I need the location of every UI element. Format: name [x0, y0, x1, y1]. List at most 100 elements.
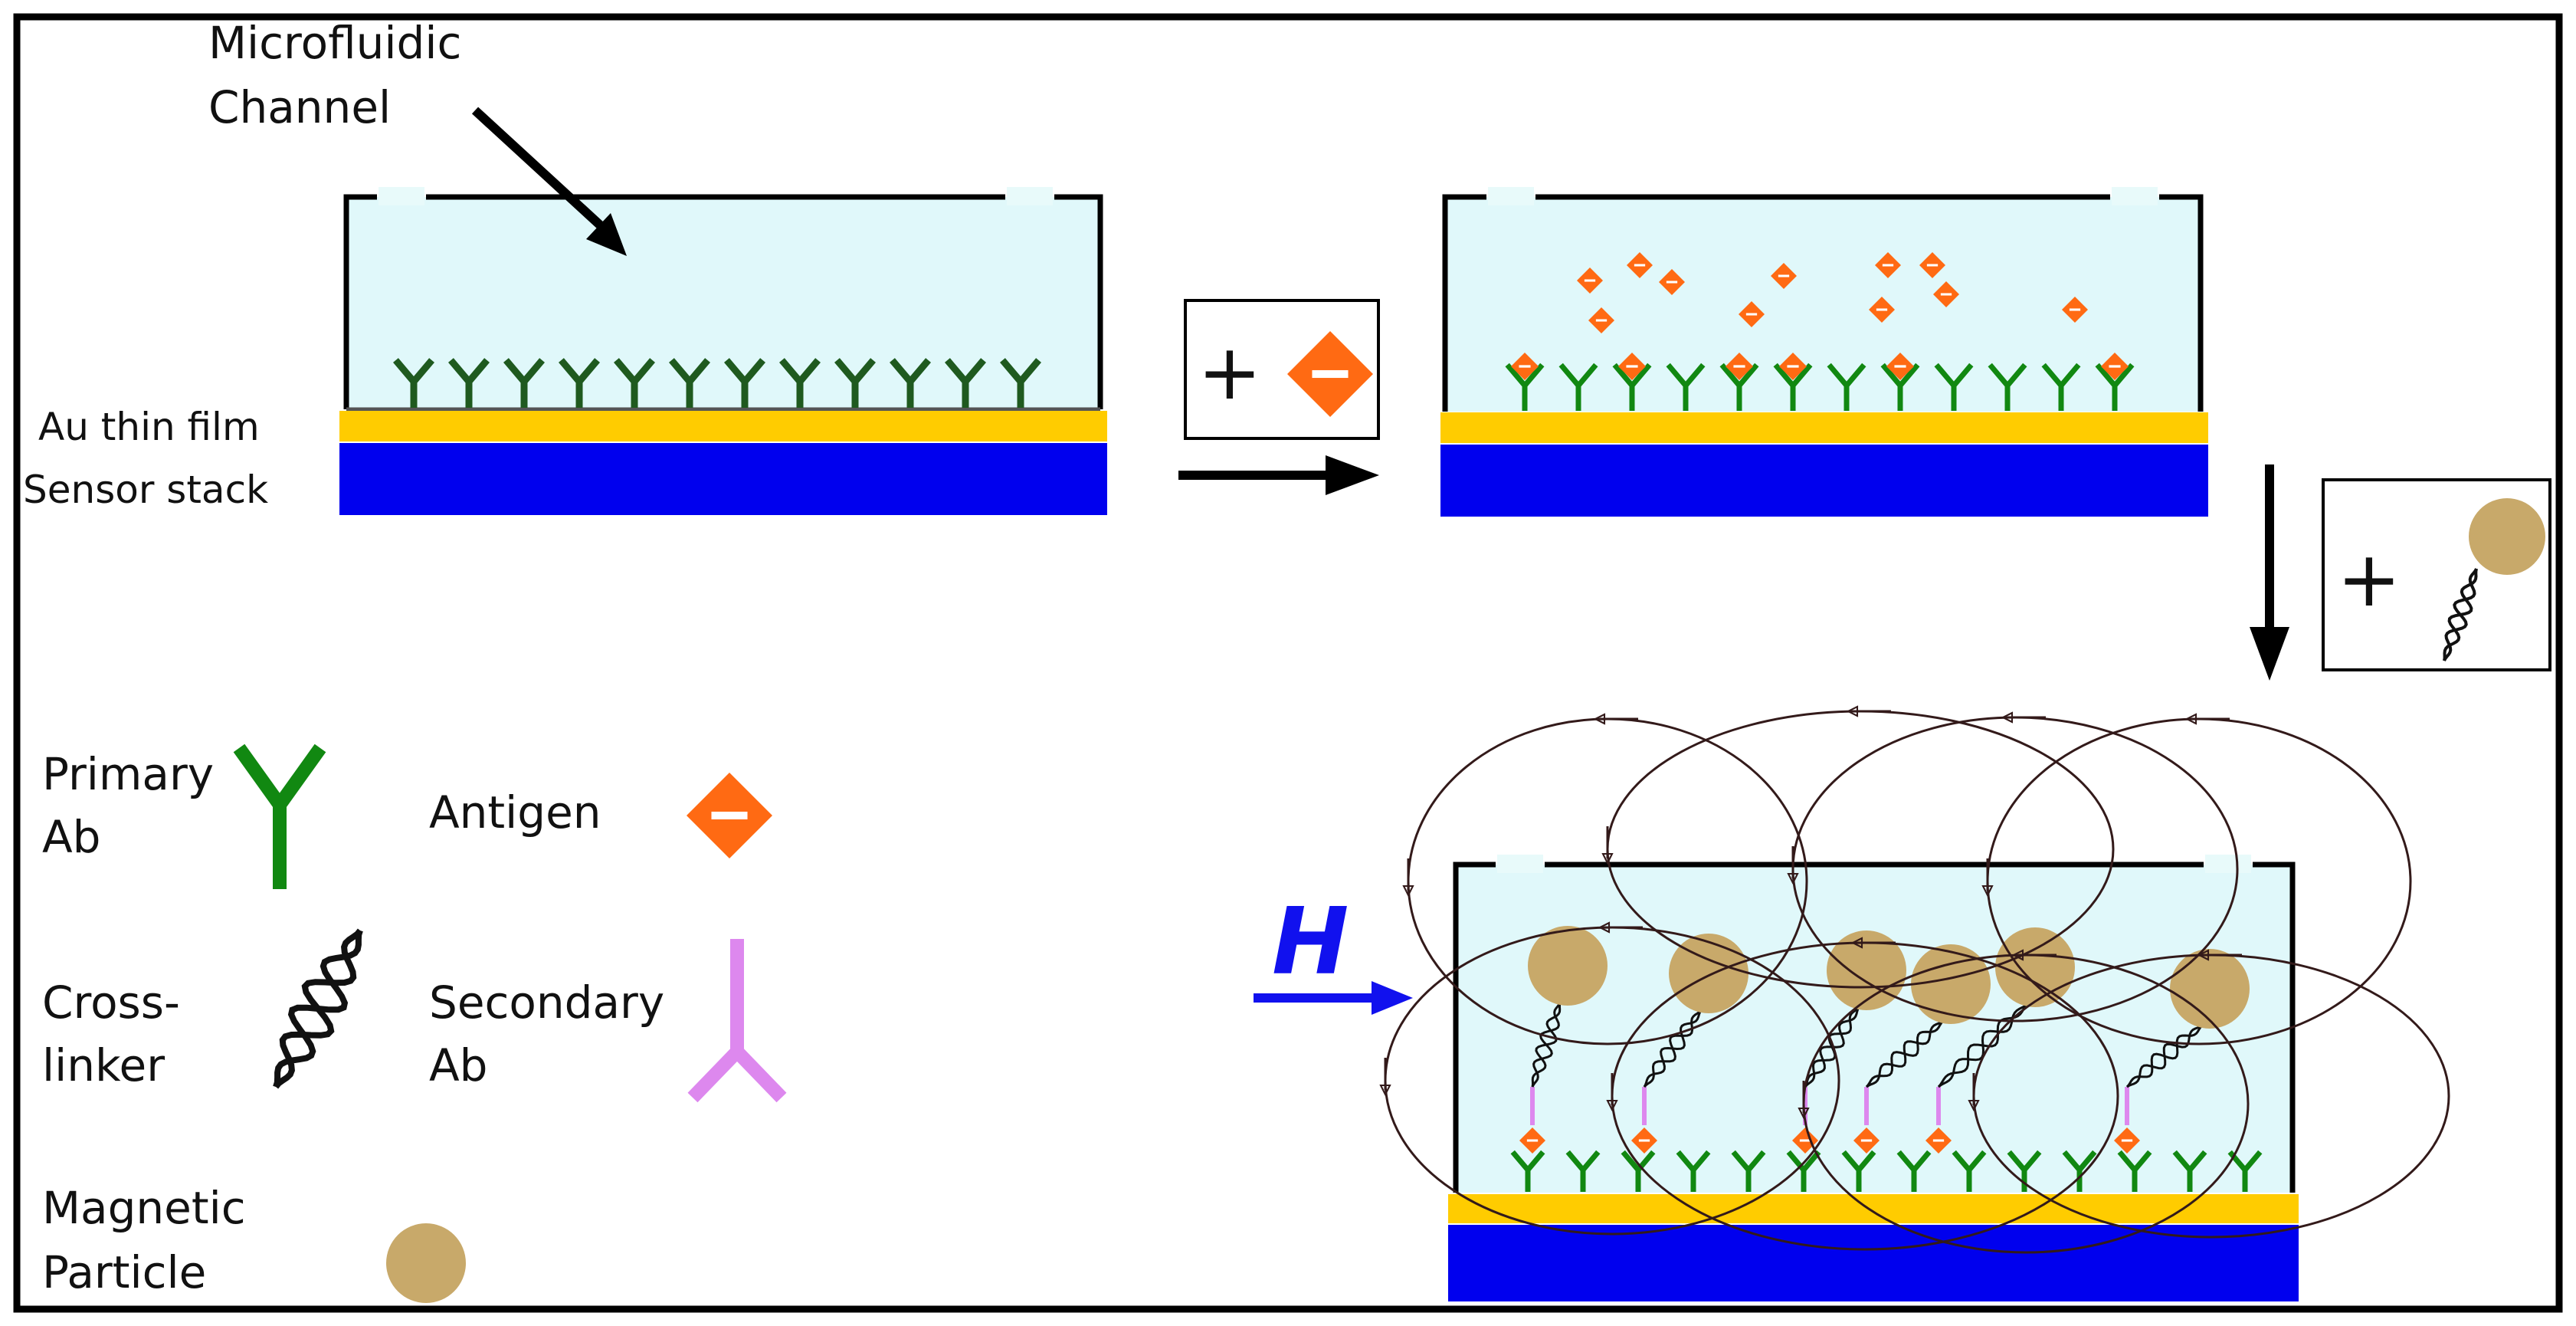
- primary-antibody: [1880, 363, 1920, 411]
- primary-antibody: [1988, 363, 2027, 411]
- primary-antibody: [1565, 1150, 1601, 1192]
- primary-antibody: [669, 358, 710, 408]
- secondary-antibody-icon: [687, 939, 787, 1103]
- inlet-port: [1497, 855, 1543, 873]
- channel-2: [1444, 197, 2202, 412]
- magnetic-particle: [2469, 498, 2545, 575]
- magnetic-field-lines: [1385, 711, 2450, 1254]
- crosslinker: [2125, 1024, 2204, 1088]
- gold-film: [339, 411, 1107, 441]
- crosslinker: [1804, 1006, 1860, 1088]
- magnetic-particle: [2170, 949, 2250, 1029]
- antigen: [1853, 1127, 1880, 1154]
- primary-antibody: [2062, 1150, 2097, 1192]
- primary-antibody: [1510, 1150, 1545, 1192]
- antigen: [1631, 1127, 1657, 1154]
- primary-antibody-layer: [393, 358, 1041, 408]
- legend-crosslinker-label: linker: [42, 1039, 165, 1091]
- particle-conjugate-icon: [2443, 498, 2545, 661]
- legend-secondary-ab-label: Ab: [429, 1039, 488, 1091]
- channel-label: Microfluidic: [208, 17, 461, 69]
- antigen: [1577, 267, 1603, 294]
- antigen: [2114, 1127, 2140, 1154]
- magnetic-particle-icon: [386, 1223, 466, 1303]
- antigen: [1933, 281, 1959, 307]
- field-label: H: [1272, 889, 1349, 996]
- legend-primary-ab-label: Ab: [42, 811, 101, 863]
- channel-pointer-arrow: [471, 107, 609, 234]
- legend-crosslinker-label: Cross-: [42, 976, 180, 1029]
- antigen: [1779, 353, 1807, 380]
- primary-antibody: [559, 358, 600, 408]
- magnetic-particle: [1827, 930, 1906, 1010]
- legend-secondary-ab-label: Secondary: [429, 976, 664, 1029]
- primary-antibody: [945, 358, 986, 408]
- outlet-port: [2112, 187, 2158, 205]
- antigen: [1886, 353, 1914, 380]
- primary-antibody: [1731, 1150, 1766, 1192]
- primary-antibody: [1612, 363, 1652, 411]
- primary-antibody: [1934, 363, 1974, 411]
- primary-antibody: [779, 358, 821, 408]
- outlet-port: [2205, 855, 2251, 873]
- sensor-stack: [1440, 445, 2208, 517]
- inlet-port: [379, 187, 424, 205]
- primary-antibody: [503, 358, 545, 408]
- stage-2-channel: [1440, 187, 2208, 517]
- primary-antibody: [1000, 358, 1041, 408]
- magnetic-particle: [1669, 934, 1748, 1013]
- primary-antibody: [1558, 363, 1598, 411]
- antigen: [2101, 353, 2129, 380]
- sandwich-complex-layer: [1519, 926, 2250, 1154]
- outlet-port: [1007, 187, 1053, 205]
- antigen: [1511, 353, 1539, 380]
- primary-antibody: [724, 358, 765, 408]
- primary-antibody: [1719, 363, 1759, 411]
- plus-sign: +: [2337, 534, 2401, 624]
- legend-magnetic-label: Particle: [42, 1246, 206, 1298]
- antigen: [2062, 297, 2088, 323]
- legend: Primary Ab Antigen Cross- linker Seconda…: [42, 743, 787, 1303]
- magnetic-particle: [1995, 927, 2075, 1007]
- antigen: [1519, 1127, 1545, 1154]
- crosslinker: [1865, 1019, 1945, 1088]
- antigen: [1925, 1127, 1952, 1154]
- antigen: [1618, 353, 1646, 380]
- stage-3-channel: [1385, 711, 2450, 1301]
- primary-antibody: [2095, 363, 2135, 411]
- crosslinker: [273, 928, 363, 1089]
- crosslinker: [1643, 1009, 1703, 1088]
- primary-antibody-icon: [233, 743, 326, 889]
- primary-antibody-layer: [1510, 1150, 2263, 1192]
- primary-antibody: [1841, 1150, 1876, 1192]
- stage-1-channel: [339, 187, 1107, 515]
- antigen-icon: [687, 773, 772, 858]
- antigen: [1919, 252, 1945, 278]
- primary-antibody: [2117, 1150, 2152, 1192]
- antigen: [1869, 297, 1895, 323]
- inlet-port: [1488, 187, 1534, 205]
- primary-antibody: [448, 358, 490, 408]
- antigen: [1771, 263, 1797, 289]
- primary-antibody: [1952, 1150, 1987, 1192]
- antigen: [1875, 252, 1901, 278]
- gold-film: [1448, 1194, 2299, 1223]
- antigen: [1792, 1127, 1818, 1154]
- magnetic-particle: [1528, 926, 1608, 1006]
- primary-antibody: [2227, 1150, 2263, 1192]
- sensor-stack: [1448, 1225, 2299, 1301]
- legend-antigen-label: Antigen: [429, 786, 601, 839]
- antigen: [1627, 252, 1653, 278]
- bound-antigen-layer: [1511, 353, 2129, 380]
- primary-antibody: [2007, 1150, 2042, 1192]
- au-film-label: Au thin film: [38, 405, 260, 449]
- primary-antibody: [834, 358, 876, 408]
- sensor-stack: [339, 443, 1107, 515]
- legend-primary-ab-label: Primary: [42, 748, 214, 800]
- plus-sign: +: [1198, 327, 1262, 417]
- primary-antibody: [614, 358, 655, 408]
- primary-antibody: [1827, 363, 1866, 411]
- antigen: [1287, 331, 1373, 417]
- primary-antibody: [2172, 1150, 2207, 1192]
- antigen: [1739, 301, 1765, 327]
